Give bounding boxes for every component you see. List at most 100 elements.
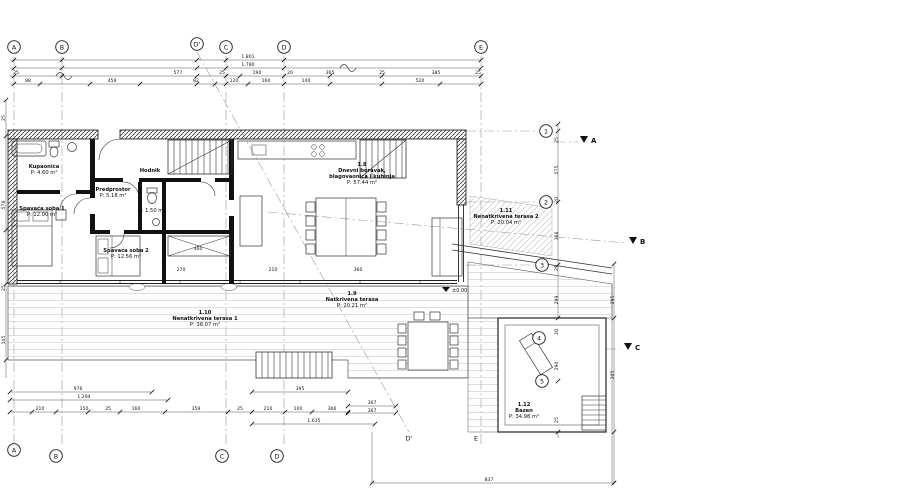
room-name: Nenatkrivena terasa 2 xyxy=(473,214,539,220)
dimension-ticks xyxy=(3,57,617,486)
section-arrow-icon xyxy=(580,136,588,143)
section-marker-label: A xyxy=(591,137,597,145)
exterior-wall-top xyxy=(119,129,467,140)
grid-marker-label: D' xyxy=(194,40,201,48)
dimension-label: 25 xyxy=(1,285,7,291)
dimension-label: 120 xyxy=(230,78,239,84)
section-marker-a: A xyxy=(580,136,597,145)
generated-decoration xyxy=(59,140,606,426)
dimension-label: 25 xyxy=(475,70,481,76)
dimension-label: 205 xyxy=(610,371,616,380)
dimension-label: 25 xyxy=(554,137,560,143)
terrace-dining-table xyxy=(397,311,459,371)
dining-table xyxy=(305,197,387,257)
section-marker-label: C xyxy=(635,344,640,352)
room-name: Spavaća soba 2 xyxy=(103,247,149,254)
grid-marker-label: 5 xyxy=(540,377,544,385)
grid-marker-label: E xyxy=(479,43,483,51)
dimension-label: 1.801 xyxy=(241,54,254,60)
grid-marker-c: C xyxy=(215,449,229,463)
grid-marker-label: B xyxy=(60,43,64,51)
dimension-label: 366 xyxy=(328,406,337,412)
grid-marker-circle xyxy=(215,449,229,463)
grid-marker-d: D xyxy=(277,40,291,54)
exterior-wall-right xyxy=(456,138,467,206)
section-arrow-icon xyxy=(629,237,637,244)
pool-walkway xyxy=(467,317,499,433)
dimension-label: 145 xyxy=(1,336,7,345)
grid-marker-label: 1 xyxy=(544,127,548,135)
toilet xyxy=(49,146,59,158)
dimension-label: 210 xyxy=(36,406,45,412)
dimension-label: 576 xyxy=(1,201,7,210)
grid-marker-circle xyxy=(532,331,546,345)
grid-marker-a: A xyxy=(7,40,21,54)
kitchen-sink xyxy=(251,144,267,156)
sofa xyxy=(431,217,463,277)
grid-marker-circle xyxy=(190,37,204,51)
room-name: Kupaonica xyxy=(29,164,60,170)
furniture-layer xyxy=(11,140,463,371)
grid-marker-label: 2 xyxy=(544,198,548,206)
dimension-label: 210 xyxy=(264,406,273,412)
dimension-label: 359 xyxy=(192,406,201,412)
section-arrow-icon xyxy=(624,343,632,350)
bathtub xyxy=(11,140,47,157)
grid-marker-label: B xyxy=(54,452,58,460)
grid-marker-label: 3 xyxy=(540,261,544,269)
dimension-label: 140 xyxy=(302,78,311,84)
pool-steps xyxy=(581,395,607,431)
room-num: 1.8 xyxy=(357,162,367,168)
dimension-label: 270 xyxy=(177,267,186,273)
pool xyxy=(497,317,607,433)
grid-marker-d: D xyxy=(270,449,284,463)
door-swing xyxy=(73,197,91,215)
dimension-label: 25 xyxy=(237,406,243,412)
grid-marker-b: B xyxy=(55,40,69,54)
level-marker-icon xyxy=(442,287,450,292)
dimension-label: 1.615 xyxy=(307,418,320,424)
grid-marker-e: E xyxy=(474,434,478,442)
dimension-label: 20 xyxy=(554,197,560,203)
section-markers: A B C xyxy=(580,136,645,352)
toilet xyxy=(147,192,157,204)
dimension-label: 367 xyxy=(368,400,377,406)
grid-marker-1: 1 xyxy=(539,124,553,138)
room-area: P: 5.18 m² xyxy=(100,193,127,199)
room-area: P: 12.00 m² xyxy=(27,212,57,218)
room-area: P: 34.98 m² xyxy=(509,414,539,420)
dimension-label: 25 xyxy=(219,70,225,76)
grid-marker-4: 4 xyxy=(532,331,546,345)
dimension-label: 25 xyxy=(554,417,560,423)
dimension-label: 1.780 xyxy=(241,62,254,68)
room-num: 1.10 xyxy=(199,310,212,316)
section-marker-b: B xyxy=(629,237,645,246)
room-label: Hodnik xyxy=(140,168,161,174)
grid-marker-circle xyxy=(474,40,488,54)
dimension-label: 25 xyxy=(105,406,111,412)
dimension-label: 575 xyxy=(554,166,560,175)
dimension-label: 365 xyxy=(326,70,335,76)
wardrobe xyxy=(167,235,231,257)
grid-marker-label: C xyxy=(220,452,225,460)
grid-marker-circle xyxy=(277,40,291,54)
room-area: P: 4.60 m² xyxy=(31,170,58,176)
dimension-label: 577 xyxy=(174,70,183,76)
section-marker-c: C xyxy=(624,343,640,352)
grid-marker-label: D xyxy=(275,452,280,460)
dimension-label: 160 xyxy=(132,406,141,412)
room-name: Bazen xyxy=(515,408,533,414)
section-marker-label: B xyxy=(640,238,645,246)
sink xyxy=(67,142,77,152)
pillow xyxy=(32,211,49,222)
room-area: P: 38.07 m² xyxy=(190,322,220,328)
dimension-label: 295 xyxy=(610,296,616,305)
dimension-label: 82 xyxy=(193,78,199,84)
dimension-label: 88 xyxy=(25,78,31,84)
dimension-label: 25 xyxy=(379,70,385,76)
